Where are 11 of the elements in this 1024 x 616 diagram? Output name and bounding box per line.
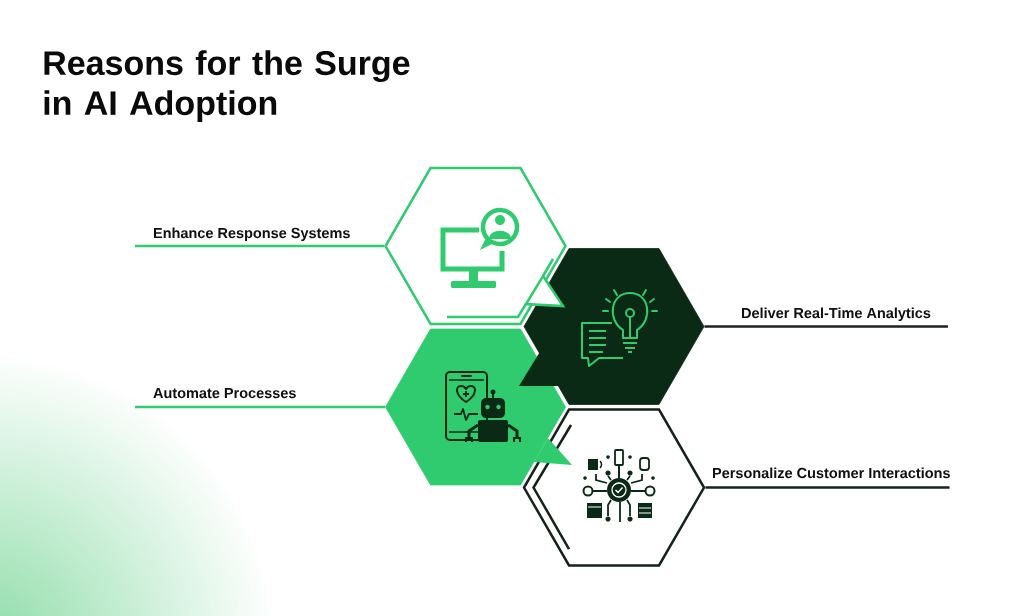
label: Personalize Customer Interactions [713, 467, 950, 479]
label: Automate Processes [153, 388, 296, 399]
label: Enhance Response Systems [154, 227, 350, 241]
hexagon [522, 408, 706, 567]
leader-line [135, 405, 386, 409]
leader-line [704, 325, 948, 328]
label: Deliver Real-Time Analytics [742, 307, 931, 321]
leader-line [135, 244, 385, 248]
leader-line [705, 486, 950, 489]
title: Reasons for the Surge in AI Adoption [44, 50, 410, 122]
hexagon [523, 248, 705, 405]
